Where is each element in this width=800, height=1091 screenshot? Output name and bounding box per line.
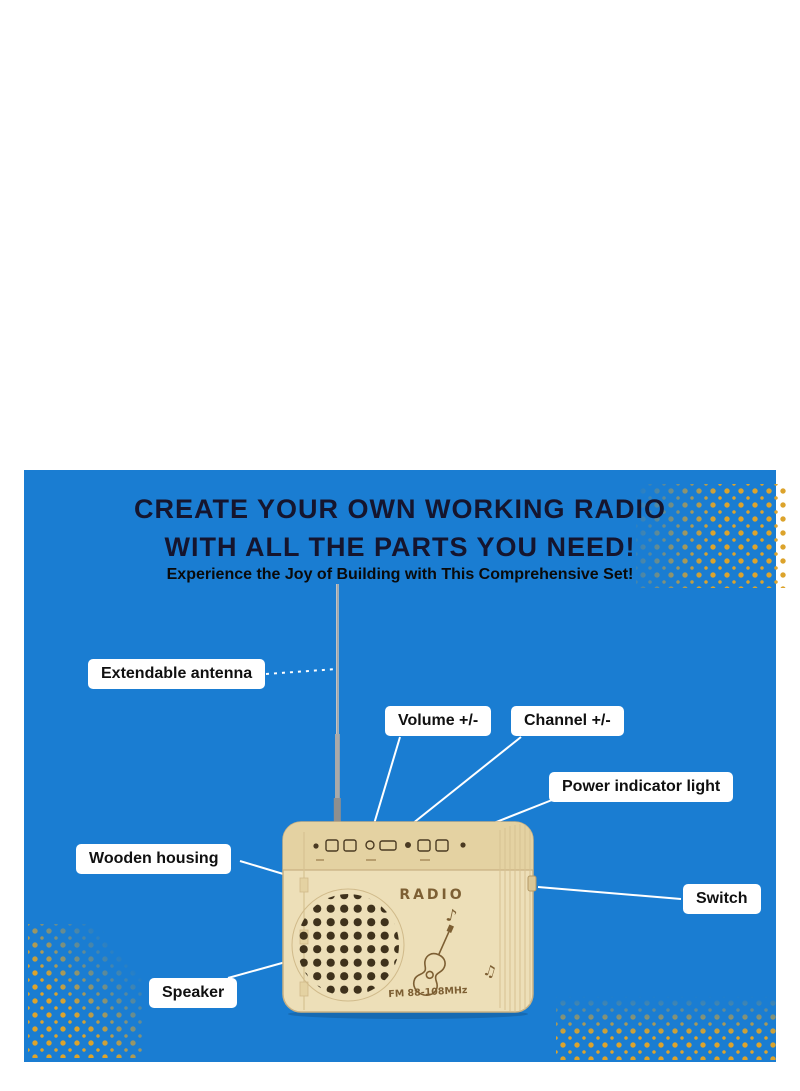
callout-speaker: Speaker bbox=[149, 978, 238, 1008]
halftone-dots-bottom-right bbox=[556, 996, 776, 1060]
callout-volume: Volume +/- bbox=[385, 706, 492, 736]
callout-extendable-antenna: Extendable antenna bbox=[88, 659, 266, 689]
radio-frequency-text: FM 88-108MHz bbox=[388, 985, 468, 1000]
music-note-double-icon: ♫ bbox=[481, 961, 499, 982]
title-line-1: CREATE YOUR OWN WORKING RADIO bbox=[134, 494, 666, 524]
antenna-graphic bbox=[333, 584, 341, 828]
guitar-engraving-icon bbox=[412, 924, 454, 996]
top-control-panel bbox=[283, 822, 533, 871]
callout-wooden-housing: Wooden housing bbox=[76, 844, 232, 874]
kerf-hinge-pattern bbox=[499, 824, 531, 1012]
callout-channel: Channel +/- bbox=[511, 706, 624, 736]
title-line-2: WITH ALL THE PARTS YOU NEED! bbox=[164, 532, 636, 562]
subtitle: Experience the Joy of Building with This… bbox=[166, 566, 634, 583]
radio-brand-text: RADIO bbox=[399, 887, 464, 903]
radio-illustration: RADIO ♪ ♫ FM 88-108MHz bbox=[282, 584, 537, 1019]
music-note-icon: ♪ bbox=[444, 905, 459, 927]
side-switch bbox=[527, 875, 537, 892]
callout-switch: Switch bbox=[683, 884, 761, 914]
halftone-dots-top-right bbox=[636, 484, 788, 588]
callout-power-indicator-light: Power indicator light bbox=[549, 772, 734, 802]
power-led bbox=[460, 842, 466, 848]
halftone-dots-bottom-left bbox=[28, 924, 144, 1058]
speaker-grille bbox=[291, 888, 405, 1002]
